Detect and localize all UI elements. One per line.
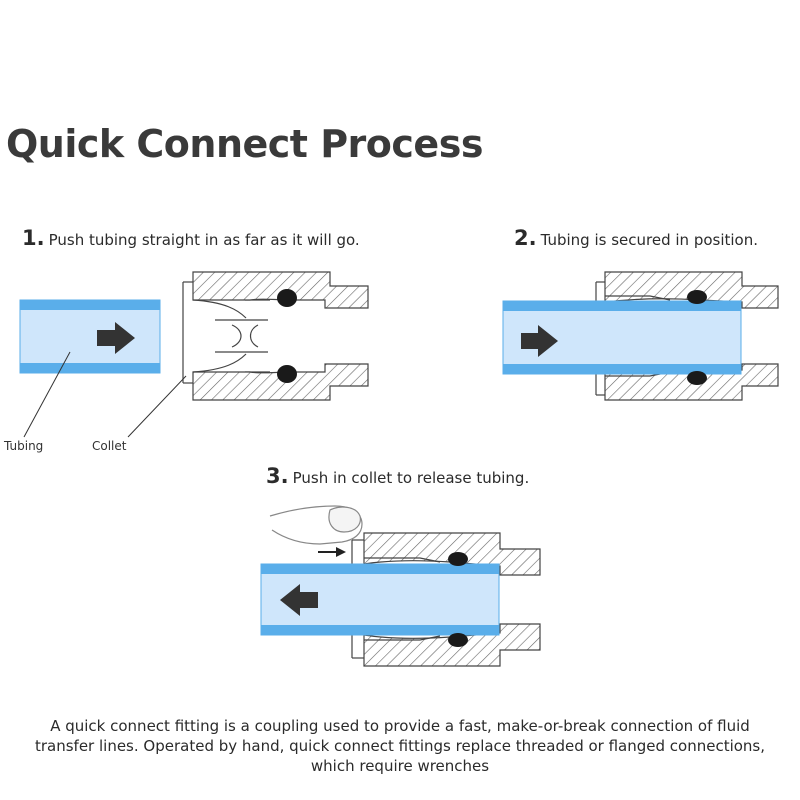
description-paragraph: A quick connect fitting is a coupling us…: [0, 716, 800, 776]
step-2-caption: 2.Tubing is secured in position.: [514, 226, 758, 250]
description-line-3: which require wrenches: [310, 757, 490, 775]
o-ring-bottom-1: [277, 365, 297, 383]
step-1-caption: 1.Push tubing straight in as far as it w…: [22, 226, 360, 250]
finger-icon: [269, 505, 363, 545]
o-ring-top-3: [448, 552, 468, 566]
arrow-right-icon: [97, 322, 135, 354]
tubing-step-1: [19, 299, 161, 374]
collet-leader-line: [127, 375, 187, 438]
step-1-text: Push tubing straight in as far as it wil…: [48, 231, 360, 249]
arrow-right-icon: [521, 325, 558, 357]
description-line-1: A quick connect fitting is a coupling us…: [50, 717, 750, 735]
step-3-caption: 3.Push in collet to release tubing.: [266, 464, 529, 488]
step-1-diagram: [19, 271, 369, 438]
o-ring-bottom-2: [687, 371, 707, 385]
tubing-label: Tubing: [4, 439, 44, 453]
o-ring-top-2: [687, 290, 707, 304]
step-2-number: 2.: [514, 226, 537, 250]
tubing-leader-line: [23, 351, 71, 438]
step-2-diagram: [502, 271, 779, 401]
page-title: Quick Connect Process: [6, 122, 483, 166]
step-3-diagram: [260, 505, 541, 667]
description-line-2: transfer lines. Operated by hand, quick …: [34, 737, 766, 755]
o-ring-bottom-3: [448, 633, 468, 647]
collet-label: Collet: [92, 439, 127, 453]
collet-step-1: [182, 281, 270, 384]
step-3-number: 3.: [266, 464, 289, 488]
step-3-text: Push in collet to release tubing.: [292, 469, 530, 487]
push-arrow-icon: [318, 547, 346, 557]
step-1-number: 1.: [22, 226, 45, 250]
o-ring-top-1: [277, 289, 297, 307]
arrow-left-icon: [280, 584, 318, 616]
step-2-text: Tubing is secured in position.: [540, 231, 758, 249]
